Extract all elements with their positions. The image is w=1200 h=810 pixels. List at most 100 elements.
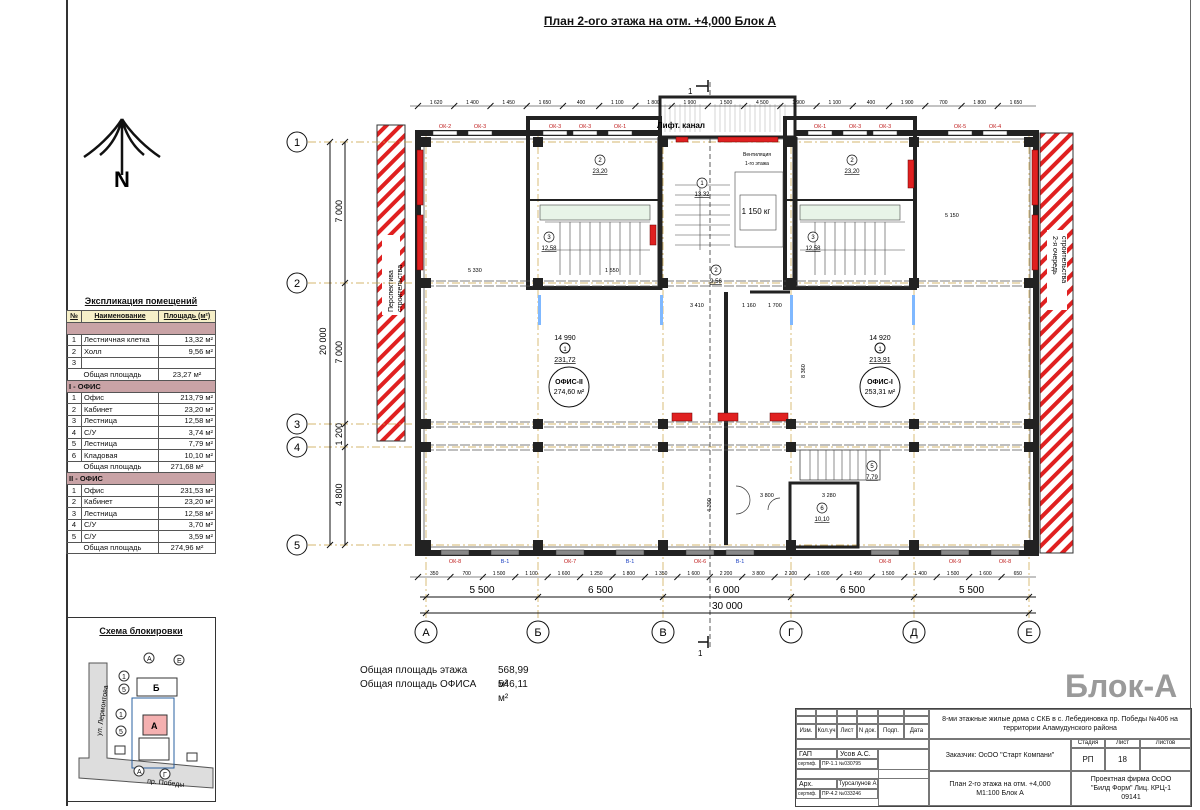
office-area-label: Общая площадь ОФИСА (360, 679, 477, 690)
detail-dimension: 1 600 (817, 571, 830, 577)
floor-area-value: 568,99 м² (498, 665, 529, 690)
detail-dimension: 4 500 (756, 100, 769, 106)
detail-dimension: 1 350 (655, 571, 668, 577)
office1-name: ОФИС-I (867, 379, 893, 386)
inner-dimension: 5 330 (468, 268, 482, 274)
detail-dimension: 700 (462, 571, 471, 577)
window-mark: ОК-9 (949, 559, 961, 565)
lift-capacity: 1 150 кг (742, 207, 771, 216)
block-scheme: Схема блокировки ул. Лермонтова пр. Побе… (66, 617, 216, 802)
window-mark: В-1 (626, 559, 635, 565)
structural-column (533, 419, 543, 429)
row-axis-label: 5 (294, 540, 300, 552)
floor-plan: Перспектива строительства 2-я очередь ст… (286, 80, 1074, 658)
structural-column (1024, 442, 1034, 452)
structural-column (421, 419, 431, 429)
axis-bubble (414, 620, 438, 644)
row-axis-label: 2 (294, 278, 300, 290)
row-axis-label: 4 (294, 442, 300, 454)
office-area-value: 546,11 м² (498, 679, 528, 704)
inner-dimension: 3 410 (690, 303, 704, 309)
window-mark: ОК-3 (474, 124, 486, 130)
row-dimension: 1 200 (334, 423, 344, 446)
span-dimension: 5 500 (469, 585, 494, 596)
span-dimension: 5 500 (959, 585, 984, 596)
detail-dimension: 1 800 (647, 100, 660, 106)
gap-name: Усов А.С. (837, 749, 878, 759)
street-horizontal-label: пр. Победы (147, 777, 185, 789)
explication-title: Экспликация помещений (84, 296, 198, 306)
future-construction-zone-right (1039, 132, 1074, 554)
structural-column (1024, 278, 1034, 288)
sheet-value: 18 (1105, 748, 1140, 771)
inner-dimension: 8 360 (801, 364, 807, 378)
block-a-label: А (151, 721, 158, 731)
table-cell: 3,70 м² (158, 518, 216, 531)
detail-dimension: 1 500 (947, 571, 960, 577)
hatch-left-label-1: Перспектива (388, 270, 395, 312)
structural-column (421, 540, 431, 550)
group-name (66, 321, 216, 335)
office1-room-area: 213,91 (869, 357, 891, 364)
axis-bubble (286, 413, 308, 435)
detail-dimension: 400 (867, 100, 876, 106)
window-mark: ОК-5 (954, 124, 966, 130)
scheme-axis: А (147, 656, 152, 663)
detail-dimension: 3 800 (752, 571, 765, 577)
drawing-name: План 2-го этажа на отм. +4,000 М1:100 Бл… (929, 771, 1071, 806)
window-mark: ОК-1 (814, 124, 826, 130)
room-number: 2 (850, 158, 854, 164)
scheme-axis: Е (177, 658, 182, 665)
office2-dim: 14 990 (554, 335, 576, 342)
row-dimension: 4 800 (334, 483, 344, 506)
window-mark: ОК-8 (449, 559, 461, 565)
detail-dimension: 1 250 (590, 571, 603, 577)
total-depth-dimension: 20 000 (318, 327, 328, 355)
structural-column (658, 540, 668, 550)
room-number: 2 (598, 158, 602, 164)
group-row: II - ОФИС (66, 472, 216, 485)
office2-room-no: 1 (563, 347, 567, 353)
stage-value: РП (1071, 748, 1105, 771)
room-area: 12,58 (541, 246, 557, 252)
window-mark: В-1 (736, 559, 745, 565)
axis-bubble (651, 620, 675, 644)
table-cell: 3,59 м² (158, 530, 216, 543)
detail-dimension: 1 100 (828, 100, 841, 106)
walls (415, 95, 1039, 556)
detail-dimension: 650 (1014, 571, 1023, 577)
hatch-left-label-2: строительства (397, 265, 404, 312)
cert1-value: ПР-1.1 №030795 (820, 759, 878, 769)
row-dimension: 7 000 (334, 200, 344, 223)
detail-dimension: 1 100 (525, 571, 538, 577)
window-mark: ОК-8 (999, 559, 1011, 565)
office2-area: 274,60 м² (554, 389, 585, 396)
detail-dimension: 1 650 (1010, 100, 1023, 106)
inner-dimension: 5 150 (945, 213, 959, 219)
window-mark: ОК-6 (694, 559, 706, 565)
room-area: 10,10 (814, 517, 830, 523)
cert2-value: ПР-4.2 №033246 (820, 789, 878, 799)
axis-bubble (902, 620, 926, 644)
hatch-right-label-2: строительства (1060, 236, 1067, 283)
structural-column (909, 442, 919, 452)
inner-dimension: 1 550 (605, 268, 619, 274)
window-mark: ОК-7 (564, 559, 576, 565)
detail-dimension: 1 800 (973, 100, 986, 106)
room-area: 7,79 (866, 475, 878, 481)
ventilation-label-1: Вентиляция (743, 152, 771, 158)
detail-dimension: 1 100 (611, 100, 624, 106)
structural-column (1024, 540, 1034, 550)
structural-column (786, 278, 796, 288)
ventilation-label-2: 1-го этажа (745, 161, 769, 167)
detail-dimension: 1 650 (539, 100, 552, 106)
col-axis-label: Б (534, 627, 541, 639)
inner-dimension: 3 280 (822, 493, 836, 499)
